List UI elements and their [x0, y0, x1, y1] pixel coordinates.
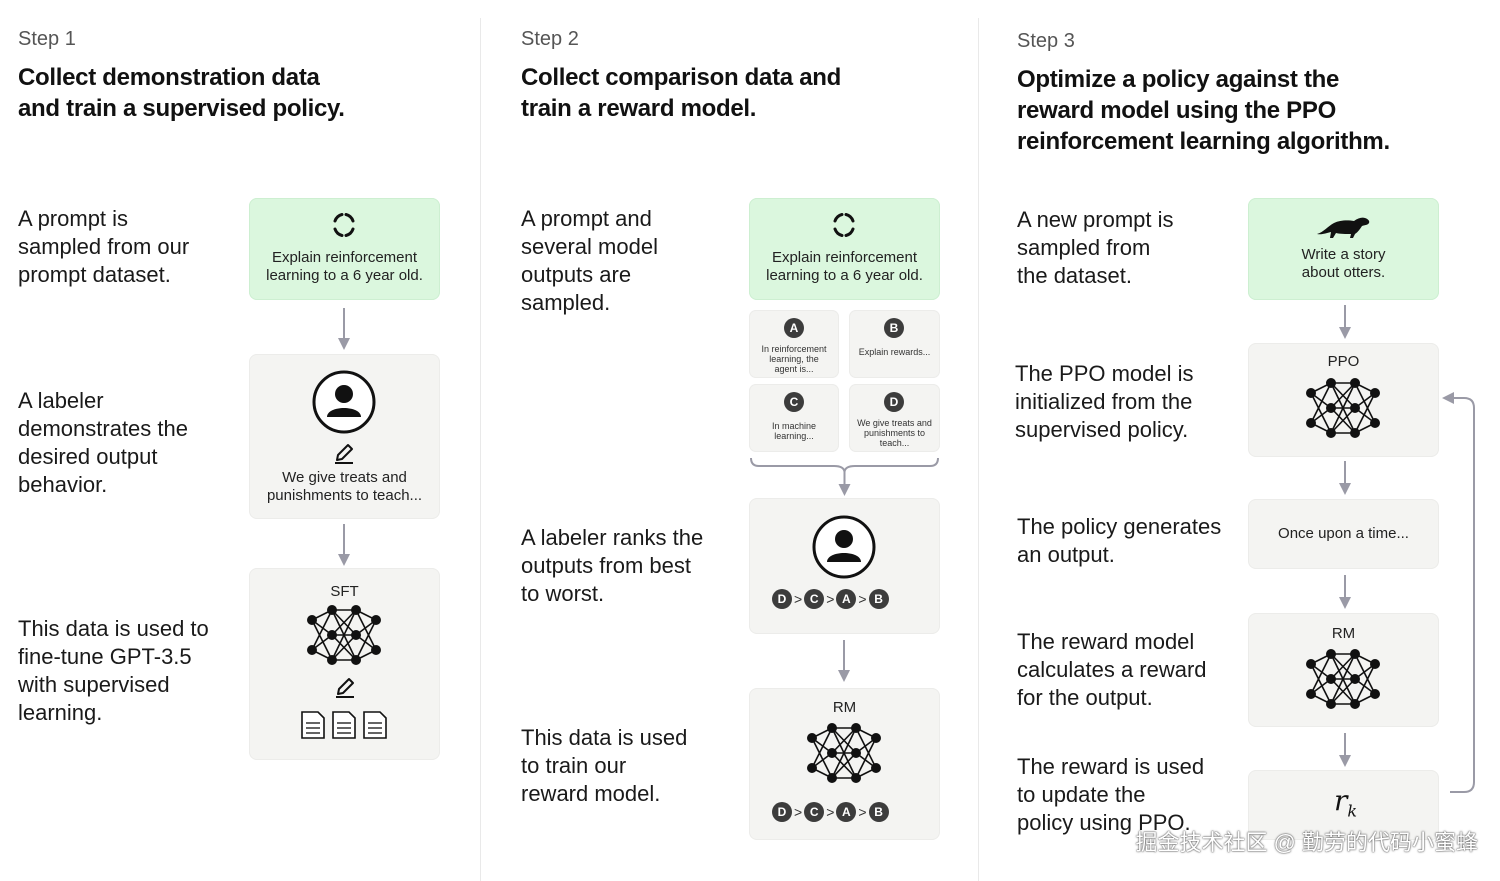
step-2-label: Step 2 [521, 28, 579, 50]
otter-icon [1317, 217, 1370, 238]
step-1-model-label: SFT [330, 583, 359, 600]
arrow-down [838, 640, 850, 682]
user-icon [312, 370, 376, 434]
arrow-down [1339, 305, 1351, 339]
rank-badge: C [804, 802, 825, 822]
refresh-icon [333, 213, 355, 237]
step-3-reward-card: rk [1248, 770, 1439, 840]
output-badge: A [784, 318, 804, 338]
rank-badge: D [772, 589, 792, 609]
documents-icon [301, 711, 387, 739]
feedback-loop-arrow [1442, 392, 1475, 793]
policy-output-text: Once upon a time... [1278, 525, 1409, 542]
arrow-down [1339, 575, 1351, 609]
output-badge: B [884, 318, 904, 338]
rm-label: RM [1331, 625, 1356, 642]
step-1-sft-card: SFT [249, 568, 440, 760]
ranking-row: D>C>A>B [772, 802, 889, 824]
ppo-label: PPO [1327, 353, 1360, 370]
ranking-row: D>C>A>B [772, 589, 889, 611]
step-2-rm-card: RM D>C>A>B [749, 688, 940, 840]
pencil-icon [336, 678, 354, 698]
rank-badge: A [836, 802, 857, 822]
arrow-down [338, 308, 350, 350]
rank-badge: B [868, 589, 889, 609]
neural-network-icon [1306, 649, 1380, 709]
bracket-arrow [750, 457, 939, 496]
reward-value: rk [1334, 784, 1358, 821]
output-text: Explain rewards... [858, 347, 931, 357]
rank-badge: B [868, 802, 889, 822]
output-badge: D [884, 392, 904, 412]
rank-separator: > [826, 591, 835, 607]
step-1-label: Step 1 [18, 28, 76, 50]
step-3-ppo-card: PPO [1248, 343, 1439, 457]
output-card-b: B Explain rewards... [849, 310, 940, 378]
step-3-label: Step 3 [1017, 30, 1075, 52]
refresh-icon [833, 213, 855, 237]
user-icon [812, 515, 876, 579]
rank-badge: C [804, 589, 825, 609]
neural-network-icon [807, 723, 881, 783]
neural-network-icon [1306, 378, 1380, 438]
step-3-output-card: Once upon a time... [1248, 499, 1439, 569]
output-badge: C [784, 392, 804, 412]
step-2-labeler-card: D>C>A>B [749, 498, 940, 634]
rank-badge: D [772, 802, 792, 822]
rank-separator: > [794, 804, 803, 820]
rank-separator: > [858, 591, 867, 607]
step-3-rm-card: RM [1248, 613, 1439, 727]
column-divider [480, 18, 481, 881]
rank-separator: > [826, 804, 835, 820]
rank-separator: > [794, 591, 803, 607]
neural-network-icon [307, 605, 381, 665]
arrow-down [338, 524, 350, 566]
rank-badge: A [836, 589, 857, 609]
arrow-down [1339, 461, 1351, 495]
pencil-icon [335, 444, 353, 464]
rank-separator: > [858, 804, 867, 820]
arrow-down [1339, 733, 1351, 767]
column-divider [978, 18, 979, 881]
watermark: 掘金技术社区 @ 勤劳的代码小蜜蜂 [1135, 830, 1478, 855]
step-2-model-label: RM [832, 699, 857, 716]
